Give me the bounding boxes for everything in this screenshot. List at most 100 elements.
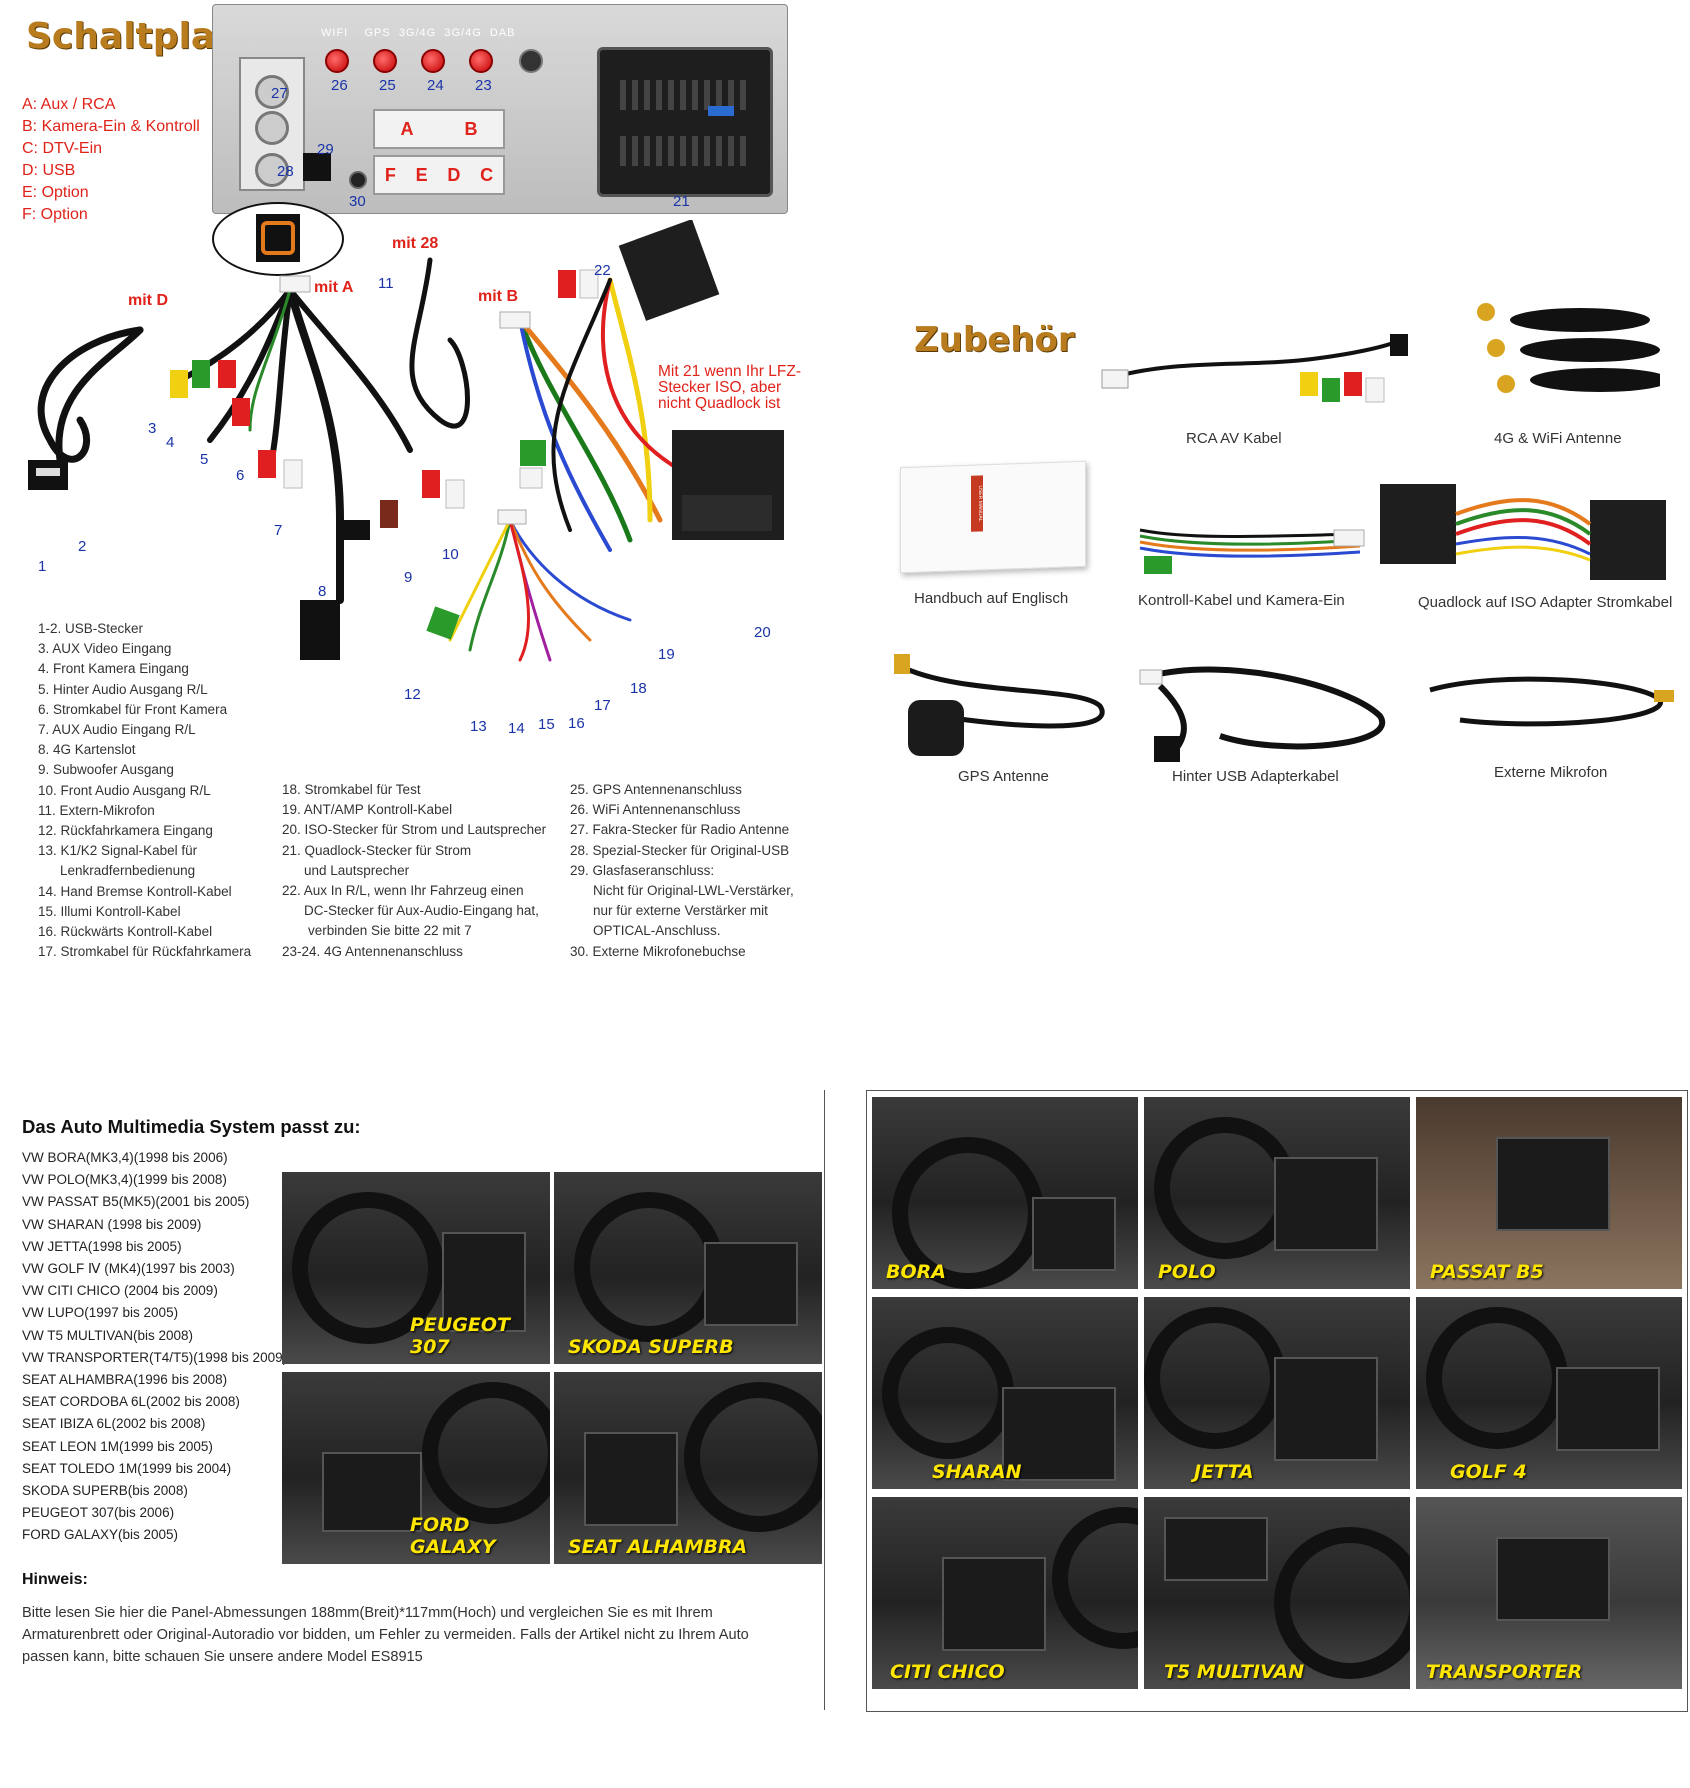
label-dab: DAB xyxy=(489,27,516,39)
car-photo-t5-multivan: T5 MULTIVAN xyxy=(1144,1497,1410,1689)
num-24: 24 xyxy=(427,77,444,94)
accessory-handbuch: Handbuch auf Englisch xyxy=(914,590,1069,607)
accessory-kontroll-kabel: Kontroll-Kabel und Kamera-Ein xyxy=(1138,592,1345,609)
num-3: 3 xyxy=(148,420,157,437)
zubehoer-title: Zubehör xyxy=(914,320,1075,360)
connector-a-label: A xyxy=(400,118,414,139)
accessory-rca-av-kabel: RCA AV Kabel xyxy=(1186,430,1282,447)
antenna-wifi-icon xyxy=(325,49,349,73)
car-photo-transporter: TRANSPORTER xyxy=(1416,1497,1682,1689)
accessory-externe-mikrofon: Externe Mikrofon xyxy=(1494,764,1608,781)
car-photo-golf-4: GOLF 4 xyxy=(1416,1297,1682,1489)
antenna-gps-icon xyxy=(373,49,397,73)
car-photo-polo: POLO xyxy=(1144,1097,1410,1289)
car-photo-skoda-superb: SKODA SUPERB xyxy=(554,1172,822,1364)
num-2: 2 xyxy=(78,538,87,555)
num-25: 25 xyxy=(379,77,396,94)
dab-port-icon xyxy=(519,49,543,73)
connector-fedc: F E D C xyxy=(373,155,505,195)
label-3g4g-a: 3G/4G xyxy=(398,27,437,39)
connector-ab: A B xyxy=(373,109,505,149)
port-f: F: Option xyxy=(22,206,88,223)
compat-heading: Das Auto Multimedia System passt zu: xyxy=(22,1116,361,1137)
list-item: SKODA SUPERB(bis 2008) xyxy=(22,1483,188,1499)
num-30: 30 xyxy=(349,193,366,210)
list-item: VW GOLF Ⅳ (MK4)(1997 bis 2003) xyxy=(22,1261,235,1277)
num-14: 14 xyxy=(508,720,525,737)
list-item: SEAT IBIZA 6L(2002 bis 2008) xyxy=(22,1416,206,1432)
list-item: VW POLO(MK3,4)(1999 bis 2008) xyxy=(22,1172,227,1188)
num-29: 29 xyxy=(317,141,334,158)
connector-b-label: B xyxy=(464,118,478,139)
num-22: 22 xyxy=(594,262,611,279)
num-28: 28 xyxy=(277,163,294,180)
list-item: SEAT TOLEDO 1M(1999 bis 2004) xyxy=(22,1460,232,1476)
num-11: 11 xyxy=(378,275,394,292)
gps-antenna-image xyxy=(894,654,1105,756)
num-6: 6 xyxy=(236,467,245,484)
accessory-gps-antenne: GPS Antenne xyxy=(958,768,1049,785)
optical-port-icon xyxy=(303,153,331,181)
divider-left xyxy=(824,1090,825,1710)
optical-callout xyxy=(212,202,344,276)
list-item: VW SHARAN (1998 bis 2009) xyxy=(22,1216,202,1232)
car-photo-bora: BORA xyxy=(872,1097,1138,1289)
port-legend: A: Aux / RCA B: Kamera-Ein & Kontroll C:… xyxy=(22,94,200,226)
fakra-connector-icon xyxy=(255,111,289,145)
compat-model-list: VW BORA(MK3,4)(1998 bis 2006) VW POLO(MK… xyxy=(22,1147,287,1547)
num-7: 7 xyxy=(274,522,283,539)
mit-d: mit D xyxy=(128,292,168,309)
port-c: C: DTV-Ein xyxy=(22,140,103,157)
accessory-quadlock-iso: Quadlock auf ISO Adapter Stromkabel xyxy=(1418,594,1673,611)
num-19: 19 xyxy=(658,646,675,663)
num-26: 26 xyxy=(331,77,348,94)
accessory-hinter-usb: Hinter USB Adapterkabel xyxy=(1172,768,1339,785)
list-item: VW CITI CHICO (2004 bis 2009) xyxy=(22,1283,218,1299)
num-20: 20 xyxy=(754,624,771,641)
num-1: 1 xyxy=(38,558,47,575)
num-10: 10 xyxy=(442,546,459,563)
list-item: VW JETTA(1998 bis 2005) xyxy=(22,1238,182,1254)
antenna-4g-b-icon xyxy=(469,49,493,73)
car-photo-jetta: JETTA xyxy=(1144,1297,1410,1489)
connector-f-label: F xyxy=(384,164,396,185)
list-item: SEAT CORDOBA 6L(2002 bis 2008) xyxy=(22,1394,240,1410)
port-a: A: Aux / RCA xyxy=(22,96,116,113)
manual-image: USER MANUAL xyxy=(900,460,1086,574)
car-photo-seat-alhambra: SEAT ALHAMBRA xyxy=(554,1372,822,1564)
legend-col-3: 25. GPS Antennenanschluss 26. WiFi Anten… xyxy=(570,782,794,959)
num-16: 16 xyxy=(568,715,585,732)
num-9: 9 xyxy=(404,569,413,586)
legend-col-2: 18. Stromkabel für Test 19. ANT/AMP Kont… xyxy=(282,782,547,959)
rear-usb-cable-image xyxy=(1139,666,1386,762)
list-item: VW TRANSPORTER(T4/T5)(1998 bis 2009) xyxy=(22,1349,288,1365)
quadlock-iso-adapter-image xyxy=(1380,484,1666,580)
schaltplan-title: Schaltplan xyxy=(26,16,241,57)
car-photo-peugeot-307: PEUGEOT 307 xyxy=(282,1172,550,1364)
list-item: VW LUPO(1997 bis 2005) xyxy=(22,1305,179,1321)
num-8: 8 xyxy=(318,583,327,600)
list-item: PEUGEOT 307(bis 2006) xyxy=(22,1505,175,1521)
optical-port-icon xyxy=(256,214,300,262)
list-item: VW T5 MULTIVAN(bis 2008) xyxy=(22,1327,194,1343)
connector-c-label: C xyxy=(480,164,494,185)
car-photo-citi-chico: CITI CHICO xyxy=(872,1497,1138,1689)
num-13: 13 xyxy=(470,718,487,735)
antenna-4g-a-icon xyxy=(421,49,445,73)
port-b: B: Kamera-Ein & Kontroll xyxy=(22,118,200,135)
list-item: SEAT LEON 1M(1999 bis 2005) xyxy=(22,1438,213,1454)
label-3g4g-b: 3G/4G xyxy=(444,27,482,39)
rear-panel: WIFI GPS 3G/4G 3G/4G DAB A B F E D C 26 … xyxy=(212,4,788,214)
num-12: 12 xyxy=(404,686,421,703)
port-d: D: USB xyxy=(22,162,76,179)
accessory-4g-wifi-antenne: 4G & WiFi Antenne xyxy=(1494,430,1622,447)
label-gps: GPS xyxy=(364,27,391,39)
quadlock-socket xyxy=(597,47,773,197)
list-item: VW BORA(MK3,4)(1998 bis 2006) xyxy=(22,1150,228,1165)
list-item: FORD GALAXY(bis 2005) xyxy=(22,1527,179,1543)
note-21: Mit 21 wenn Ihr LFZ- Stecker ISO, aber n… xyxy=(658,363,801,412)
mit-28: mit 28 xyxy=(392,235,439,252)
mit-b: mit B xyxy=(478,288,518,305)
num-27: 27 xyxy=(271,85,288,102)
mit-a: mit A xyxy=(314,279,354,296)
